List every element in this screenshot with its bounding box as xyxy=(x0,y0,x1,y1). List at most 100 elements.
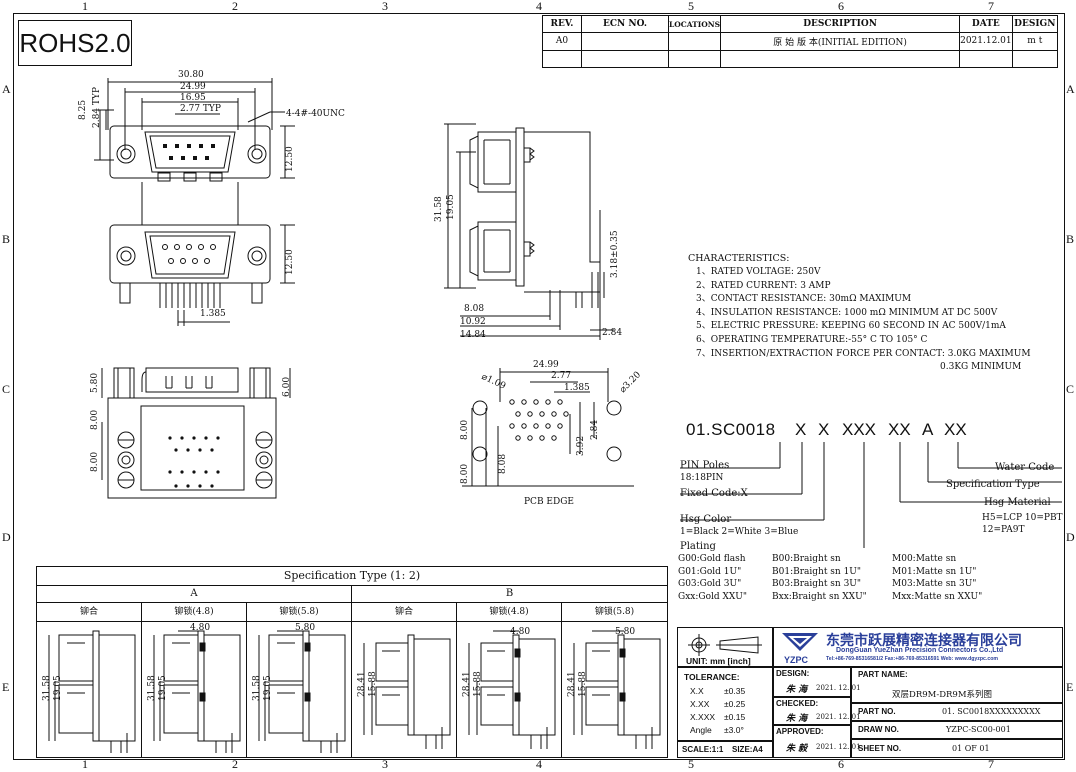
spec-cell-drawings xyxy=(37,621,667,757)
zone-row-b-left: B xyxy=(2,232,11,246)
spec-a2-h2: 19.05 xyxy=(158,675,168,701)
hsg-color-label: Hsg Color xyxy=(680,514,732,525)
design-header: DESIGN xyxy=(1011,14,1059,34)
char-item-5: 5、ELECTRIC PRESSURE: KEEPING 60 SECOND I… xyxy=(696,321,1006,332)
description-header: DESCRIPTION xyxy=(720,14,961,34)
pcb-edge-label: PCB EDGE xyxy=(524,497,574,507)
rev-header: REV. xyxy=(542,14,582,34)
locations-value xyxy=(667,32,722,51)
rev-value: A0 xyxy=(542,32,582,51)
size-label: SIZE:A4 xyxy=(732,745,763,754)
part-code-seg-5: A xyxy=(922,420,934,439)
approved-date: 2021. 12. 01 xyxy=(816,743,861,751)
tolerance-list: X.X±0.35 X.XX±0.25 X.XXX±0.15 Angle±3.0° xyxy=(690,685,745,737)
ecn-value xyxy=(581,32,669,51)
spec-a3-h2: 19.05 xyxy=(263,675,273,701)
checked-cell: CHECKED: 朱 海 2021. 12. 01 xyxy=(773,697,861,725)
design-signature: 朱 海 xyxy=(786,685,808,695)
zone-col-6-top: 6 xyxy=(838,0,844,13)
revision-table: REV. ECN NO. LOCATIONS DESCRIPTION DATE … xyxy=(542,14,1059,69)
zone-col-1-bottom: 1 xyxy=(82,757,88,771)
design-value: m t xyxy=(1011,32,1059,51)
plating-m01: M01:Matte sn 1U" xyxy=(892,566,977,577)
approved-signature: 朱 毅 xyxy=(786,744,808,754)
hsg-material-label: Hsg Material xyxy=(984,497,1051,508)
front-dim-12-50-bottom: 12.50 xyxy=(285,249,295,275)
front-dim-2-84-typ: 2.84 TYP xyxy=(92,87,102,128)
spec-b3-h2: 15.88 xyxy=(578,671,588,697)
spec-a3-dim: 5.80 xyxy=(295,623,316,633)
pcb-dim-8-00-lower: 8.00 xyxy=(460,463,470,484)
spec-b3-h1: 28.41 xyxy=(567,671,577,697)
side-view-drawing xyxy=(440,112,640,347)
front-dim-16-95: 16.95 xyxy=(180,93,206,103)
pcb-layout-drawing xyxy=(458,362,638,510)
pcb-dim-24-99: 24.99 xyxy=(533,360,559,370)
company-logo-text: YZPC xyxy=(784,655,809,665)
ecn-header: ECN NO. xyxy=(581,14,669,34)
zone-col-3-top: 3 xyxy=(382,0,388,13)
tol-xx-value: ±0.35 xyxy=(724,686,746,696)
zone-row-b-right: B xyxy=(1066,232,1075,246)
zone-col-6-bottom: 6 xyxy=(838,757,844,771)
pcb-dim-3-92: 3.92 xyxy=(576,435,586,456)
char-item-3: 3、CONTACT RESISTANCE: 30mΩ MAXIMUM xyxy=(696,294,912,305)
spec-col-b1: 铆合 xyxy=(352,603,457,622)
part-code-base: 01.SC0018 xyxy=(686,420,776,439)
zone-col-4-bottom: 4 xyxy=(536,757,542,771)
projection-cell: UNIT: mm [inch] xyxy=(677,627,773,667)
hsg-color-options: 1=Black 2=White 3=Blue xyxy=(680,527,799,537)
pin-poles-label: PIN Poles xyxy=(680,460,730,471)
spec-group-a: A xyxy=(37,586,352,603)
checked-signature: 朱 海 xyxy=(786,714,808,724)
side-dim-31-58: 31.58 xyxy=(434,196,444,222)
zone-col-5-top: 5 xyxy=(688,0,694,13)
tol-angle-label: Angle xyxy=(690,725,712,735)
tolerance-title: TOLERANCE: xyxy=(684,672,740,682)
plating-b01: B01:Braight sn 1U" xyxy=(772,566,862,577)
draw-no-value: YZPC-SC00-001 xyxy=(946,725,1011,734)
hsg-material-options-1: H5=LCP 10=PBT xyxy=(982,513,1063,523)
pcb-dim-1-385: 1.385 xyxy=(564,383,590,393)
part-no-value: 01. SC0018XXXXXXXXX xyxy=(942,707,1041,716)
tol-xxxx-value: ±0.15 xyxy=(724,712,746,722)
company-cell: YZPC 东莞市跃展精密连接器有限公司 DongGuan YueZhan Pre… xyxy=(773,627,1063,667)
part-no-label: PART NO. xyxy=(858,707,896,716)
plating-g01: G01:Gold 1U" xyxy=(678,566,742,577)
plating-mxx: Mxx:Matte sn XXU" xyxy=(892,591,983,602)
checked-date: 2021. 12. 01 xyxy=(816,713,861,721)
pcb-dim-2-77: 2.77 xyxy=(551,371,572,381)
spec-b2-dim: 4.80 xyxy=(510,627,531,637)
plating-label: Plating xyxy=(680,541,716,552)
company-logo-icon xyxy=(782,633,818,651)
company-contact: Tel:+86-769-85316581/2 Fax:+86-769-85316… xyxy=(826,656,999,662)
spec-b2-h1: 28.41 xyxy=(462,671,472,697)
front-view-drawing xyxy=(80,70,350,330)
spec-b1-h2: 15.88 xyxy=(368,671,378,697)
pin-poles-value: 18:18PIN xyxy=(680,473,724,483)
part-name-value: 双层DR9M-DR9M系列图 xyxy=(892,690,993,700)
design-label: DESIGN: xyxy=(776,669,810,678)
side-dim-10-92: 10.92 xyxy=(460,317,486,327)
front-dim-30-80: 30.80 xyxy=(178,70,204,80)
plating-b00: B00:Braight sn xyxy=(772,554,841,564)
spec-a1-h1: 31.58 xyxy=(42,675,52,701)
zone-row-e-left: E xyxy=(2,680,10,694)
locations-header: LOCATIONS xyxy=(667,14,722,34)
char-item-7-extra: 0.3KG MINIMUM xyxy=(940,362,1022,373)
part-code-seg-1: X xyxy=(795,420,807,439)
plating-gxx: Gxx:Gold XXU" xyxy=(678,591,748,602)
zone-row-c-left: C xyxy=(2,382,11,396)
date-header: DATE xyxy=(959,14,1013,34)
zone-col-3-bottom: 3 xyxy=(382,757,388,771)
part-name-label: PART NAME: xyxy=(858,670,908,679)
hsg-material-options-2: 12=PA9T xyxy=(982,525,1025,535)
top-view-drawing xyxy=(86,362,306,504)
plating-g00: G00:Gold flash xyxy=(678,554,746,564)
spec-b3-dim: 5.80 xyxy=(615,627,636,637)
side-dim-19-05: 19.05 xyxy=(446,194,456,220)
pcb-dim-8-00-upper: 8.00 xyxy=(460,419,470,440)
draw-no-cell: DRAW NO. YZPC-SC00-001 xyxy=(851,721,1063,739)
spec-a2-h1: 31.58 xyxy=(147,675,157,701)
spec-col-b2: 铆锁(4.8) xyxy=(457,603,562,622)
